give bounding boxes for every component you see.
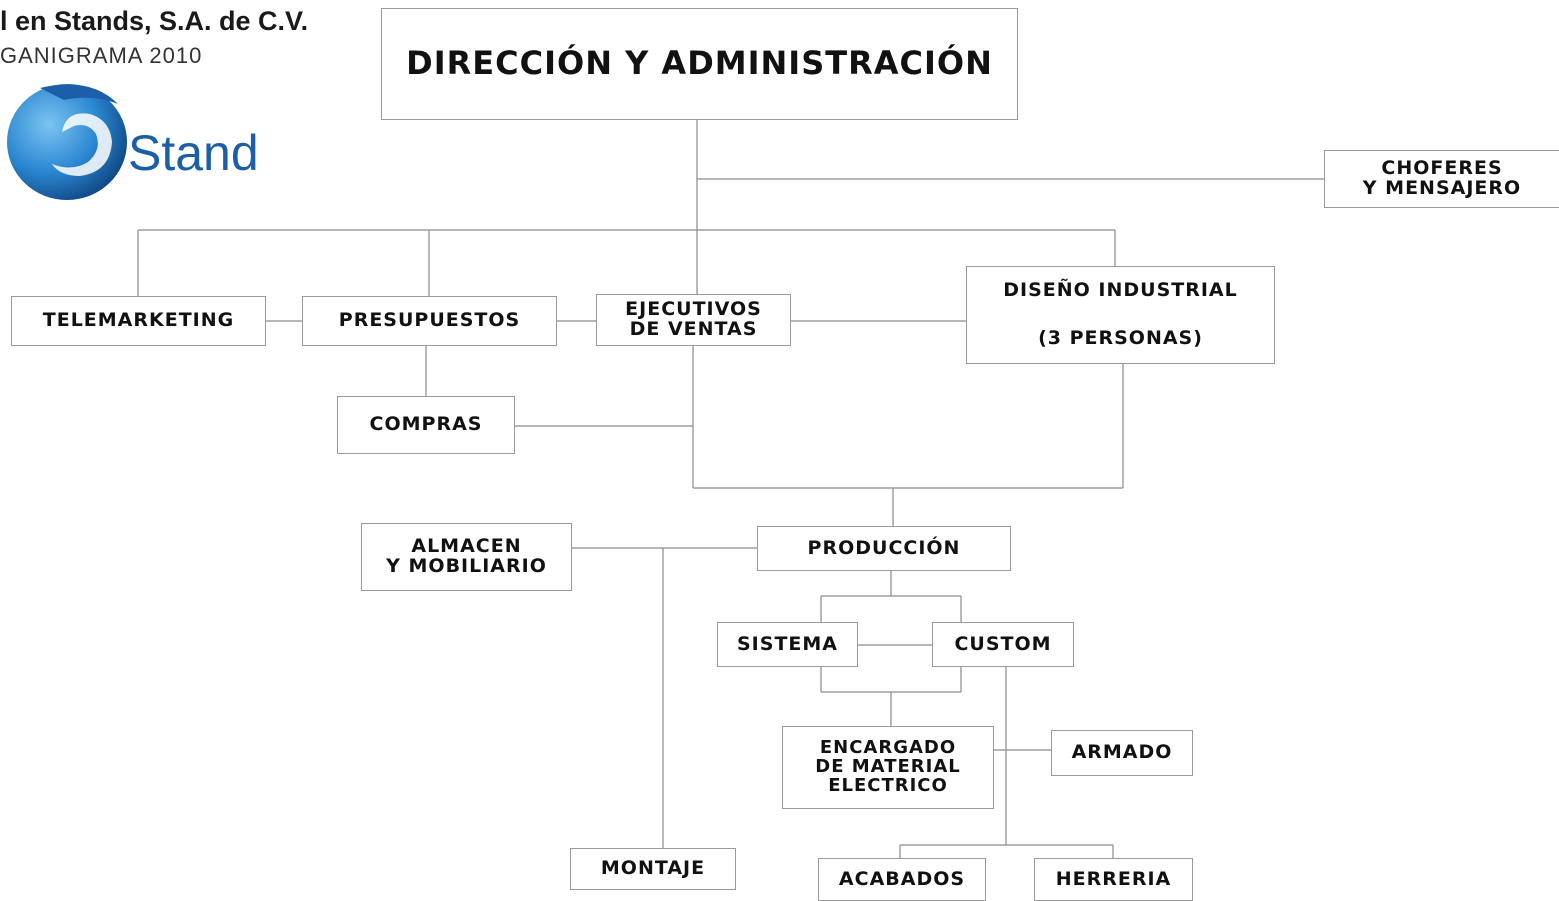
node-label: EJECUTIVOS: [625, 298, 762, 321]
node-custom: CUSTOM: [932, 622, 1074, 667]
node-label: HERRERIA: [1055, 867, 1172, 890]
node-encargado-material-electrico: ENCARGADO DE MATERIAL ELECTRICO: [782, 726, 994, 809]
node-label: PRODUCCIÓN: [807, 536, 961, 559]
node-label: TELEMARKETING: [42, 309, 235, 332]
node-compras: COMPRAS: [337, 396, 515, 454]
node-label: PRESUPUESTOS: [338, 309, 521, 332]
node-montaje: MONTAJE: [570, 848, 736, 890]
node-label: ACABADOS: [838, 867, 966, 890]
node-label: ENCARGADO: [819, 737, 957, 759]
logo-wordmark: Stand: [128, 125, 259, 181]
node-sistema: SISTEMA: [717, 622, 858, 667]
node-produccion: PRODUCCIÓN: [757, 526, 1011, 571]
node-armado: ARMADO: [1051, 730, 1193, 776]
node-choferes-mensajero: CHOFERES Y MENSAJERO: [1324, 150, 1559, 208]
node-label: DE VENTAS: [629, 318, 758, 340]
node-presupuestos: PRESUPUESTOS: [302, 296, 557, 346]
node-label: CHOFERES: [1381, 157, 1503, 180]
company-name: l en Stands, S.A. de C.V.: [0, 6, 309, 36]
node-direccion-administracion: DIRECCIÓN Y ADMINISTRACIÓN: [381, 8, 1018, 120]
node-label: (3 PERSONAS): [1038, 327, 1203, 350]
node-telemarketing: TELEMARKETING: [11, 296, 266, 346]
node-label: ARMADO: [1071, 741, 1173, 764]
node-diseno-industrial: DISEÑO INDUSTRIAL (3 PERSONAS): [966, 266, 1275, 364]
node-label: SISTEMA: [737, 632, 838, 655]
node-label: MONTAJE: [600, 857, 706, 880]
company-logo: Stand: [0, 80, 290, 205]
node-herreria: HERRERIA: [1034, 858, 1193, 901]
node-label: Y MENSAJERO: [1362, 177, 1522, 199]
node-ejecutivos-ventas: EJECUTIVOS DE VENTAS: [596, 294, 791, 346]
node-label: Y MOBILIARIO: [386, 555, 547, 577]
node-label: DIRECCIÓN Y ADMINISTRACIÓN: [406, 44, 993, 83]
node-label: DE MATERIAL: [815, 756, 961, 778]
node-label: COMPRAS: [369, 413, 483, 436]
node-almacen-mobiliario: ALMACEN Y MOBILIARIO: [361, 523, 572, 591]
node-label: ELECTRICO: [828, 774, 948, 796]
node-acabados: ACABADOS: [818, 858, 986, 901]
node-label: DISEÑO INDUSTRIAL: [1003, 279, 1238, 302]
node-label: CUSTOM: [954, 632, 1052, 655]
org-chart-title: GANIGRAMA 2010: [0, 43, 203, 68]
node-label: ALMACEN: [411, 535, 522, 558]
logo-swoosh-icon: [40, 84, 118, 104]
logo-globe-icon: [7, 84, 127, 200]
